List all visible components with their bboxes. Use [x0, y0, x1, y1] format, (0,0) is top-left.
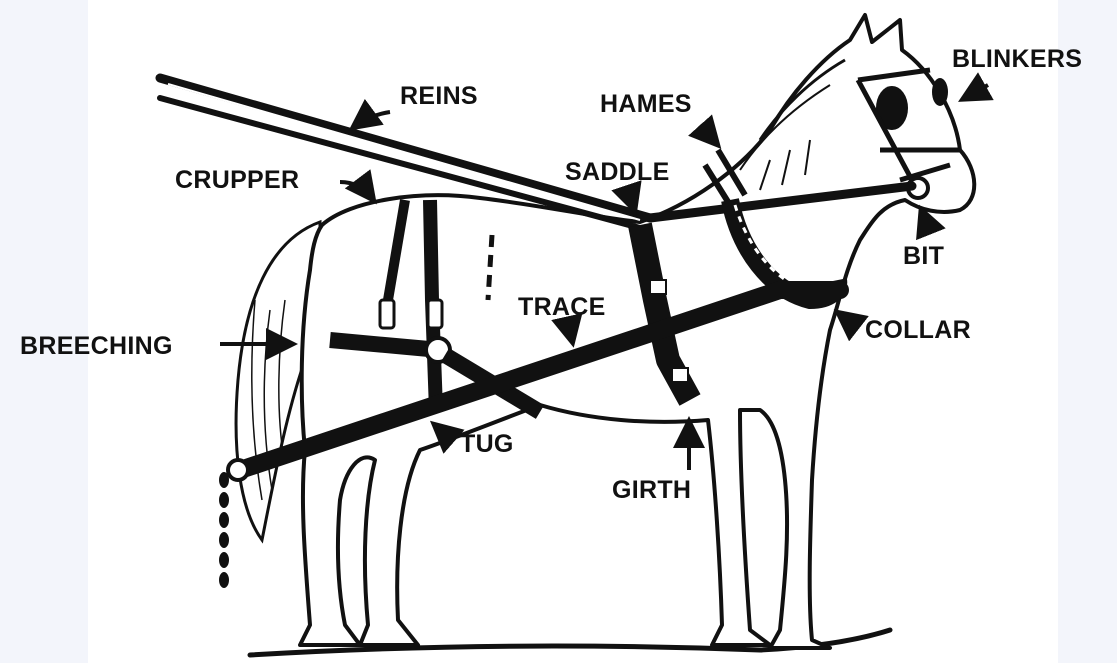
arrow-blinkers	[965, 85, 988, 98]
arrow-crupper	[340, 182, 372, 198]
label-breeching: BREECHING	[20, 332, 173, 361]
trace-chain	[219, 472, 229, 588]
label-hames: HAMES	[600, 90, 692, 119]
label-girth: GIRTH	[612, 476, 691, 505]
label-blinkers: BLINKERS	[952, 45, 1082, 74]
arrow-bit	[922, 212, 930, 232]
arrow-collar	[840, 314, 858, 328]
label-crupper: CRUPPER	[175, 166, 299, 195]
label-bit: BIT	[903, 242, 944, 271]
breeching-strap	[330, 340, 440, 350]
arrow-saddle	[628, 190, 634, 208]
label-tug: TUG	[460, 430, 514, 459]
arrow-reins	[355, 112, 390, 126]
label-collar: COLLAR	[865, 316, 971, 345]
label-trace: TRACE	[518, 293, 606, 322]
label-reins: REINS	[400, 82, 478, 111]
label-saddle: SADDLE	[565, 158, 670, 187]
arrow-hames	[700, 125, 716, 143]
